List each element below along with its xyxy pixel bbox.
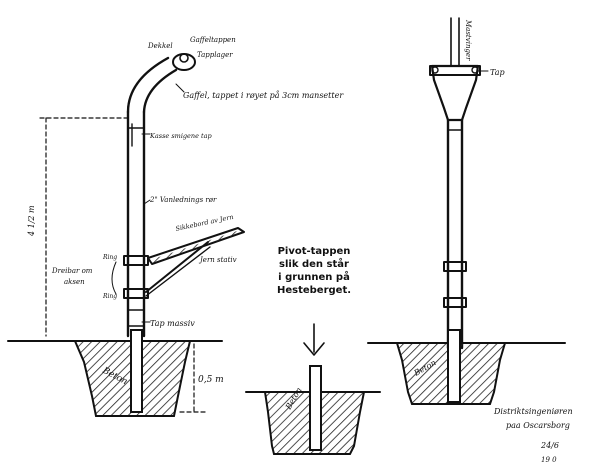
left-figure: Dekkel Gaffeltappen Tapplager Gaffel, ta…: [7, 36, 344, 417]
label-turn-2: aksen: [64, 278, 85, 286]
leader-fork: [175, 83, 185, 93]
caption-line-3: i grunnen på: [278, 270, 350, 283]
label-tapplager: Tapplager: [197, 51, 233, 59]
pin-socket-right: [447, 329, 461, 403]
fork-pin-left: [431, 66, 439, 74]
label-fork: Gaffel, tappet i røyet på 3cm mansetter: [183, 91, 344, 100]
pole-curve-top-inner: [142, 68, 178, 114]
label-gaffeltappen: Gaffeltappen: [190, 36, 236, 44]
pin-socket-left: [130, 329, 143, 413]
caption-line-2: slik den står: [279, 257, 349, 270]
ring-lower: [123, 288, 149, 299]
label-height: 4 1/2 m: [27, 205, 36, 237]
label-pin: Tap massiv: [150, 319, 195, 328]
label-mast: Mastvinger: [464, 19, 472, 61]
middle-figure: Pivot-tappen slik den står i grunnen på …: [245, 246, 381, 455]
label-depth: 0,5 m: [198, 375, 224, 385]
district-line-2: paa Oscarsborg: [506, 421, 570, 430]
pivot-pin-middle: [309, 365, 322, 451]
district-date: 24/6: [540, 441, 559, 450]
label-ring-top: Ring: [102, 254, 117, 261]
label-dekkel: Dekkel: [147, 42, 173, 50]
label-pipe: 2" Vanlednings rør: [149, 196, 217, 204]
label-turn-1: Dreibar om: [51, 267, 93, 275]
pole-curve-top: [126, 56, 170, 114]
district-year: 19 0: [541, 456, 557, 464]
label-ring-bottom: Ring: [102, 293, 117, 300]
label-joint: Kasse smigene tap: [149, 132, 212, 140]
fork-pin-right: [471, 66, 479, 74]
caption-line-4: Hesteberget.: [277, 285, 351, 296]
strut-upper: [145, 241, 209, 293]
right-ring-upper: [443, 261, 467, 272]
ring-upper: [123, 255, 149, 266]
strut-lower: [145, 246, 211, 297]
label-tap-right: Tap: [490, 68, 505, 77]
right-figure: Mastvinger Tap Beton Distriktsingeniøren…: [367, 17, 573, 464]
label-shelf: Sikkebord av Jern: [175, 213, 234, 233]
shelf-hatching: [150, 230, 243, 263]
caption-line-1: Pivot-tappen: [278, 246, 351, 257]
label-strut: Jern stativ: [198, 256, 237, 264]
right-ring-lower: [443, 297, 467, 308]
ring-brace: [111, 261, 117, 295]
leader-pipe: [143, 199, 151, 205]
shelf-table: [147, 227, 245, 265]
district-line-1: Distriktsingeniøren: [493, 407, 573, 416]
arrow-head: [303, 342, 325, 356]
pivot-cap-left: [179, 53, 189, 63]
